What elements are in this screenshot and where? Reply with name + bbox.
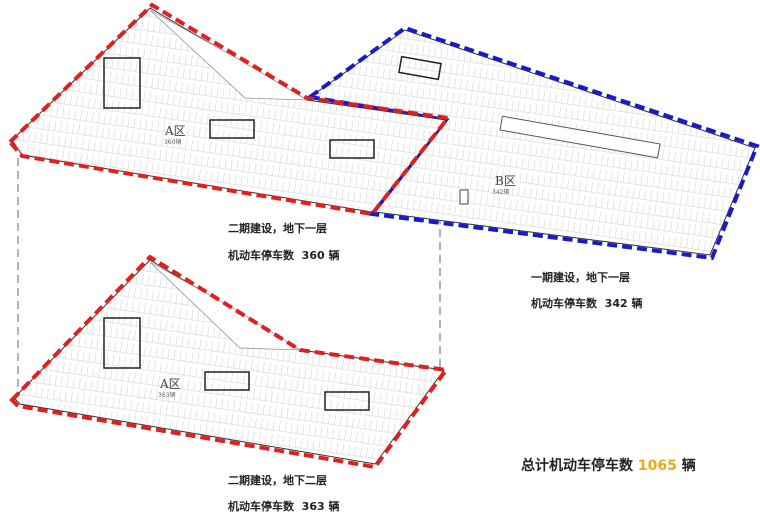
count-label: 机动车停车数 xyxy=(228,249,294,262)
count-value: 360 xyxy=(301,249,325,262)
phase2-b1-count-line: 机动车停车数 360 辆 xyxy=(228,247,339,263)
count-label: 机动车停车数 xyxy=(531,297,597,310)
zone-a-lower-count: 363辆 xyxy=(158,392,176,399)
phase1-b1-title: 一期建设，地下一层 xyxy=(531,271,630,284)
total-label: 总计机动车停车数 xyxy=(521,458,633,474)
count-unit: 辆 xyxy=(631,297,643,310)
zone-a-upper-count: 360辆 xyxy=(164,139,182,146)
zone-b-count: 342辆 xyxy=(492,189,510,196)
phase2-b2-title: 二期建设，地下二层 xyxy=(228,474,327,487)
count-label: 机动车停车数 xyxy=(228,500,294,513)
total-unit: 辆 xyxy=(681,458,696,474)
zone-a-lower-label: A区 xyxy=(160,377,181,391)
zone-a-lower-border xyxy=(9,254,450,470)
count-unit: 辆 xyxy=(328,500,340,513)
count-value: 342 xyxy=(604,297,628,310)
zone-a-upper-label: A区 xyxy=(165,124,186,138)
zone-b-label: B区 xyxy=(495,174,516,188)
zone-a-upper-border xyxy=(7,2,452,217)
total-count-line: 总计机动车停车数 1065 辆 xyxy=(521,455,696,475)
phase2-b1-title: 二期建设，地下一层 xyxy=(228,222,327,235)
phase1-b1-count-line: 机动车停车数 342 辆 xyxy=(531,295,642,311)
zone-b-upper-plan xyxy=(308,29,756,256)
count-unit: 辆 xyxy=(328,249,340,262)
total-value: 1065 xyxy=(637,458,677,474)
phase2-b2-count-line: 机动车停车数 363 辆 xyxy=(228,498,339,514)
count-value: 363 xyxy=(301,500,325,513)
